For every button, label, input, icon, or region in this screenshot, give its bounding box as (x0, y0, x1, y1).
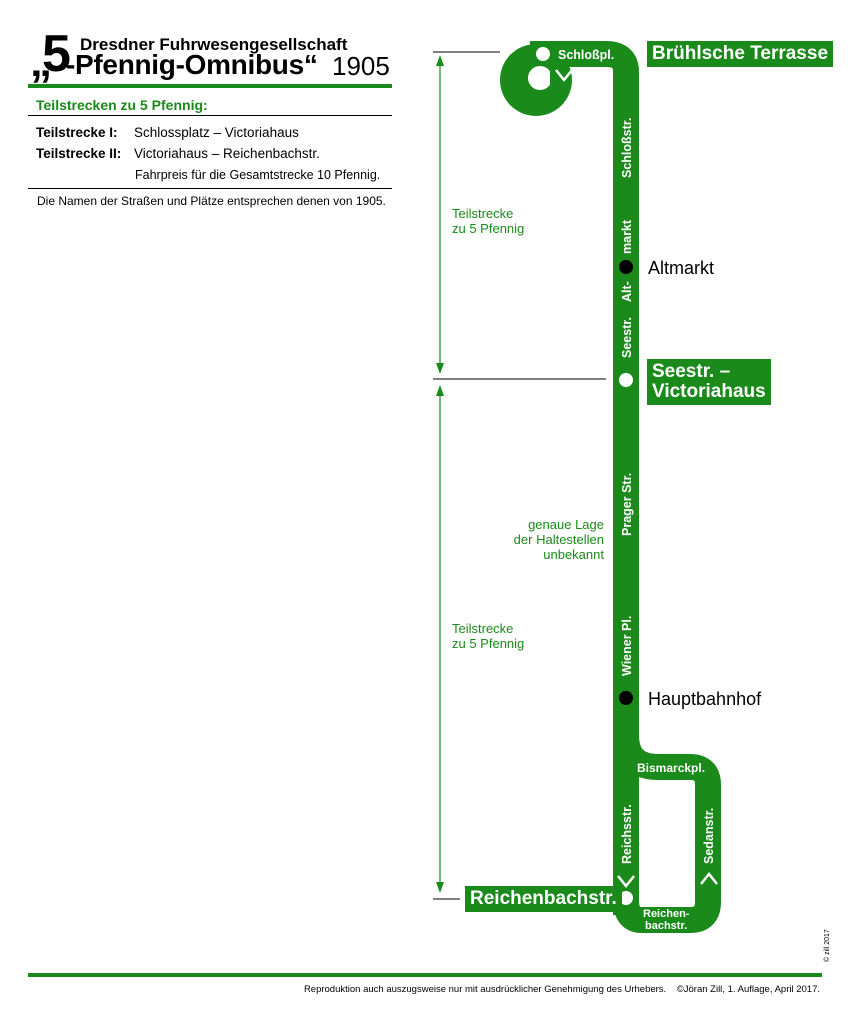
street-label-wiener: Wiener Pl. (620, 616, 634, 676)
footer-text: Reproduktion auch auszugsweise nur mit a… (304, 984, 820, 995)
stop-label-line: Seestr. – (652, 361, 731, 382)
direction-arrow-icon (555, 69, 573, 83)
exact-location-note: genaue Lage der Haltestellen unbekannt (490, 517, 604, 562)
footer-credit: ©Jöran Zill, 1. Auflage, April 2017. (676, 984, 820, 995)
stop-label-bruehlsche-terrasse: Brühlsche Terrasse (647, 41, 834, 67)
vertical-copyright: © zill 2017 (824, 929, 831, 962)
stop-marker-victoriahaus (619, 373, 633, 387)
segment-name: Teilstrecke II: (36, 146, 122, 161)
divider (28, 188, 392, 189)
street-label-reichenbachstr-a: Reichen- (643, 908, 690, 920)
segment-label-line: Teilstrecke (452, 206, 514, 221)
note-line: genaue Lage (528, 517, 604, 532)
stop-marker-reichenbachstr (619, 891, 633, 905)
street-label-sedanstr: Sedanstr. (702, 808, 716, 864)
title-underline (28, 84, 392, 88)
direction-arrow-icon (700, 871, 718, 885)
title-quote-open: „ (30, 37, 52, 86)
footer-notice: Reproduktion auch auszugsweise nur mit a… (303, 984, 667, 995)
segment-route: Victoriahaus – Reichenbachstr. (134, 146, 320, 161)
street-label-seestr: Seestr. (620, 317, 634, 358)
segment-name: Teilstrecke I: (36, 125, 118, 140)
segment-label-line: Teilstrecke (452, 621, 514, 636)
segment-arrow-1 (436, 55, 444, 374)
stop-marker-altmarkt (619, 260, 633, 274)
street-label-schlosspl: Schloßpl. (558, 48, 614, 62)
segment-label-1: Teilstrecke zu 5 Pfennig (452, 206, 524, 236)
note-line: der Haltestellen (513, 532, 604, 547)
street-label-altmarkt-a: Alt- (620, 281, 634, 302)
stop-label-hauptbahnhof: Hauptbahnhof (648, 689, 762, 709)
street-label-bismarckpl: Bismarckpl. (637, 761, 705, 775)
page-title: -Pfennig-Omnibus“ (66, 49, 318, 80)
segment-row-1: Teilstrecke I: Schlossplatz – Victoriahau… (36, 125, 299, 140)
segment-label-line: zu 5 Pfennig (452, 636, 525, 651)
stop-marker-schlossplatz (536, 47, 550, 61)
street-label-reichsstr: Reichsstr. (620, 804, 634, 864)
stop-label-altmarkt: Altmarkt (648, 258, 715, 278)
segment-label-2: Teilstrecke zu 5 Pfennig (452, 621, 524, 651)
title-subtitle: Dresdner Fuhrwesengesellschaft (80, 35, 348, 54)
footer-rule (28, 973, 822, 977)
stop-label-victoriahaus: Seestr. – Victoriahaus (647, 359, 771, 405)
stop-marker-hauptbahnhof (619, 691, 633, 705)
fare-note: Fahrpreis für die Gesamtstrecke 10 Pfenn… (135, 168, 381, 182)
section-title: Teilstrecken zu 5 Pfennig: (36, 97, 208, 113)
segment-row-2: Teilstrecke II: Victoriahaus – Reichenbac… (36, 146, 320, 161)
divider (28, 115, 392, 116)
note-line: unbekannt (543, 547, 604, 562)
street-label-reichenbachstr-b: bachstr. (645, 920, 687, 932)
street-label-prager: Prager Str. (620, 473, 634, 536)
segment-label-line: zu 5 Pfennig (452, 221, 525, 236)
direction-arrow-icon (617, 875, 635, 889)
title-year: 1905 (332, 51, 390, 81)
segment-route: Schlossplatz – Victoriahaus (134, 125, 299, 140)
title-number: 5 (42, 25, 71, 83)
street-label-schlossstr: Schloßstr. (620, 118, 634, 178)
names-note: Die Namen der Straßen und Plätze entspre… (37, 194, 386, 208)
stop-label-reichenbachstr: Reichenbachstr. (465, 886, 622, 912)
stop-label-line: Victoriahaus (652, 381, 766, 402)
route-line (500, 41, 721, 933)
street-label-altmarkt-b: markt (620, 219, 634, 254)
segment-arrow-2 (436, 385, 444, 893)
